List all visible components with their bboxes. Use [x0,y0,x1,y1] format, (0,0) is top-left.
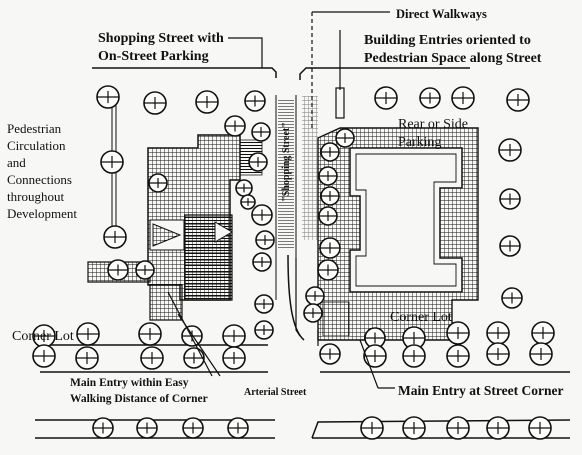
label-pedestrian-2: Circulation [7,138,66,153]
street-tree-icon [319,343,341,365]
label-direct-walkways: Direct Walkways [396,7,487,21]
street-tree-icon [251,122,271,142]
street-tree-icon [501,287,523,309]
street-tree-icon [446,344,470,368]
label-pedestrian-5: throughout [7,189,64,204]
street-tree-icon [222,324,246,348]
label-main-entry-left-2: Walking Distance of Corner [70,393,208,405]
street-tree-icon [528,416,552,440]
street-tree-icon [224,115,246,137]
street-tree-icon [143,91,167,115]
street-tree-icon [529,342,553,366]
street-tree-icon [255,230,275,250]
street-tree-icon [254,320,274,340]
diagram-labels: Direct Walkways Shopping Street with On-… [7,7,563,405]
label-corner-lot-right: Corner Lot [390,310,452,325]
street-tree-icon [360,416,384,440]
street-tree-icon [92,417,114,439]
street-tree-icon [402,416,426,440]
street-tree-icon [320,186,340,206]
street-tree-icon [107,259,129,281]
street-tree-icon [506,88,530,112]
label-building-entries-1: Building Entries oriented to [364,33,531,48]
street-tree-icon [402,326,426,350]
label-rear-parking-1: Rear or Side [398,117,468,132]
street-tree-icon [363,344,387,368]
street-tree-icon [148,173,168,193]
street-tree-icon [251,204,273,226]
street-tree-icon [419,87,441,109]
label-main-entry-left-1: Main Entry within Easy [70,377,189,389]
street-tree-icon [96,85,120,109]
street-tree-icon [140,346,164,370]
street-tree-icon [318,166,338,186]
left-building-block [87,134,263,321]
street-tree-icon [402,344,426,368]
label-main-entry-right: Main Entry at Street Corner [398,383,563,398]
street-tree-icon [498,138,522,162]
street-tree-icon [486,321,510,345]
street-tree-icon [195,90,219,114]
street-tree-icon [303,303,323,323]
label-pedestrian-3: and [7,155,26,170]
street-tree-icon [486,342,510,366]
street-tree-icon [181,325,203,347]
street-tree-icon [486,416,510,440]
street-tree-icon [100,150,124,174]
street-tree-icon [227,417,249,439]
street-tree-icon [252,252,272,272]
street-tree-icon [317,259,339,281]
street-tree-icon [75,346,99,370]
label-arterial-street: Arterial Street [244,387,307,398]
street-tree-icon [319,237,341,259]
street-tree-icon [499,188,521,210]
street-tree-icon [235,179,253,197]
street-tree-icon [244,90,266,112]
street-tree-icon [248,152,268,172]
street-tree-icon [531,321,555,345]
street-tree-icon [254,294,274,314]
street-tree-icon [240,194,256,210]
street-tree-icon [135,260,155,280]
street-tree-icon [318,206,338,226]
street-tree-icon [446,321,470,345]
street-tree-icon [138,322,162,346]
street-tree-icon [451,86,475,110]
street-tree-icon [222,346,246,370]
label-pedestrian-6: Development [7,206,77,221]
street-tree-icon [183,347,205,369]
street-tree-icon [32,344,56,368]
street-tree-icon [103,225,127,249]
street-tree-icon [136,417,158,439]
street-tree-icon [182,417,204,439]
label-rear-parking-2: Parking [398,135,442,150]
street-tree-icon [499,235,521,257]
street-tree-icon [446,416,470,440]
label-corner-lot-left: Corner Lot [12,329,74,344]
street-tree-icon [320,142,340,162]
label-pedestrian-4: Connections [7,172,72,187]
label-shopping-street-vertical: "Shopping Street" [281,122,292,202]
right-building-block [317,87,479,341]
street-tree-icon [335,128,355,148]
on-street-parking-stalls [275,95,318,300]
label-building-entries-2: Pedestrian Space along Street [364,51,542,66]
street-trees [32,85,555,440]
leader-lines [167,11,395,389]
label-shopping-street-1: Shopping Street with [98,31,224,46]
label-pedestrian-1: Pedestrian [7,121,62,136]
label-shopping-street-2: On-Street Parking [98,49,209,64]
street-tree-icon [374,86,398,110]
street-tree-icon [76,322,100,346]
street-tree-icon [305,286,325,306]
